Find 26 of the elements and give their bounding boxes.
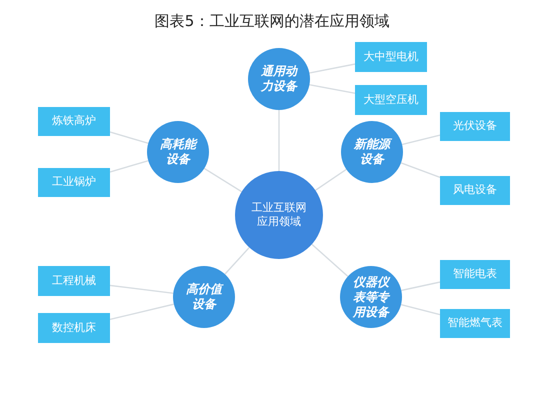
connector-line [401,281,440,292]
connector-line [311,244,348,277]
connector-line [110,160,148,173]
connector-line [110,304,174,320]
item-box: 智能燃气表 [440,309,510,338]
item-box: 工业锅炉 [38,168,110,197]
connector-line [402,134,440,146]
item-box: 大型空压机 [355,85,427,115]
item-box: 大中型电机 [355,42,427,72]
connector-line [224,247,250,275]
connector-line [278,110,280,171]
connector-line [204,168,242,192]
item-box: 风电设备 [440,176,510,205]
item-box: 数控机床 [38,313,110,343]
connector-line [400,304,440,316]
connector-line [309,63,356,74]
connector-line [309,84,356,94]
connector-line [315,168,347,191]
item-box: 炼铁高炉 [38,107,110,136]
item-box: 光伏设备 [440,112,510,141]
item-box: 智能电表 [440,260,510,289]
connector-line [110,131,148,144]
connector-line [400,162,440,178]
connector-line [110,284,174,294]
diagram-title: 图表5：工业互联网的潜在应用领域 [154,11,390,32]
item-box: 工程机械 [38,266,110,296]
